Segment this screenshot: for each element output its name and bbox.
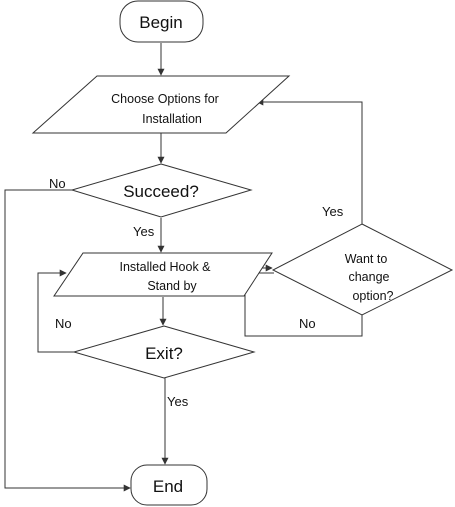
node-want-change: Want to change option?	[271, 223, 454, 316]
node-choose-line2: Installation	[142, 112, 202, 126]
edge-want-yes-to-choose	[256, 98, 363, 224]
label-exit-yes: Yes	[167, 394, 189, 409]
node-exit-label: Exit?	[145, 344, 183, 363]
edge-labels: No Yes No Yes Yes No	[49, 176, 344, 409]
node-succeed: Succeed?	[70, 163, 253, 218]
node-want-line2: change	[348, 270, 389, 284]
node-exit: Exit?	[72, 325, 256, 379]
node-begin-label: Begin	[139, 13, 182, 32]
node-choose-options: Choose Options for Installation	[31, 75, 291, 134]
label-want-yes: Yes	[322, 204, 344, 219]
edge-succeed-no-to-end	[4, 189, 131, 492]
label-succeed-yes: Yes	[133, 224, 155, 239]
node-installed-line2: Stand by	[147, 279, 197, 293]
node-want-line3: option?	[352, 289, 393, 303]
label-succeed-no: No	[49, 176, 66, 191]
label-exit-no: No	[55, 316, 72, 331]
node-succeed-label: Succeed?	[123, 182, 199, 201]
edge-exit-no-to-installed	[37, 269, 74, 353]
node-end: End	[130, 464, 208, 506]
node-installed-hook: Installed Hook & Stand by	[53, 252, 273, 297]
node-installed-line1: Installed Hook &	[119, 260, 211, 274]
label-want-no: No	[299, 316, 316, 331]
node-choose-line1: Choose Options for	[111, 92, 219, 106]
node-want-line1: Want to	[345, 252, 388, 266]
node-end-label: End	[153, 477, 183, 496]
node-begin: Begin	[119, 0, 204, 43]
